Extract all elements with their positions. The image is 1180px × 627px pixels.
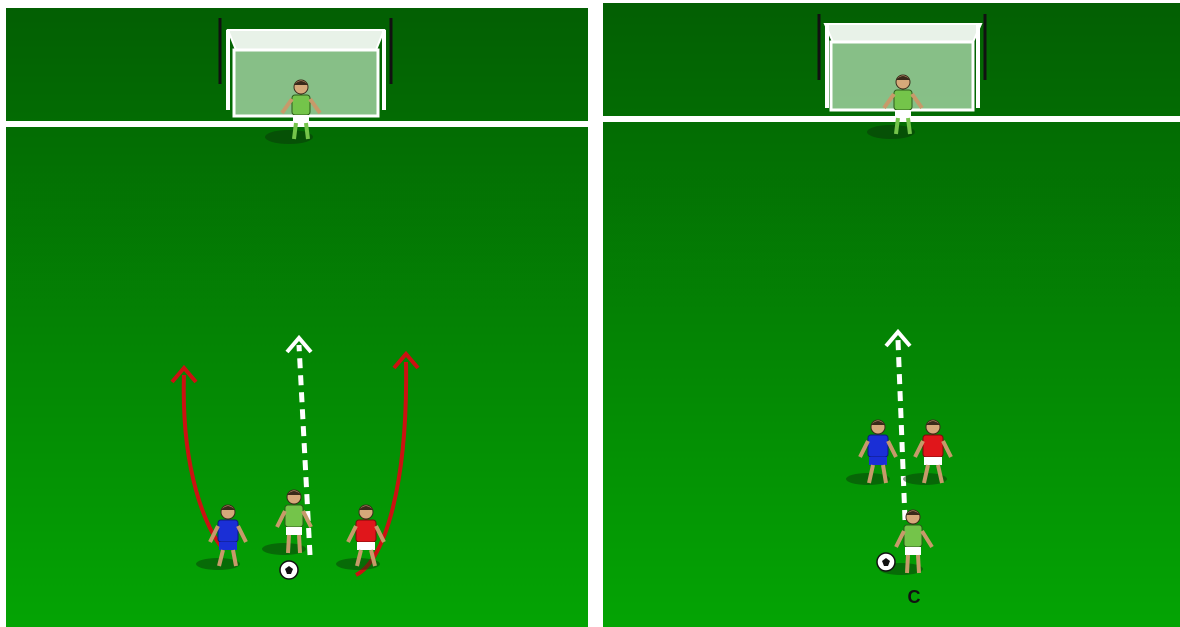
drill-diagram-left	[6, 0, 588, 627]
left-pitch-svg	[6, 0, 588, 627]
ball	[877, 553, 895, 571]
player-label: C	[908, 587, 921, 607]
ball	[280, 561, 298, 579]
drill-diagram-right: C	[603, 0, 1180, 627]
goal-line	[603, 116, 1180, 122]
right-pitch-svg: C	[603, 0, 1180, 627]
